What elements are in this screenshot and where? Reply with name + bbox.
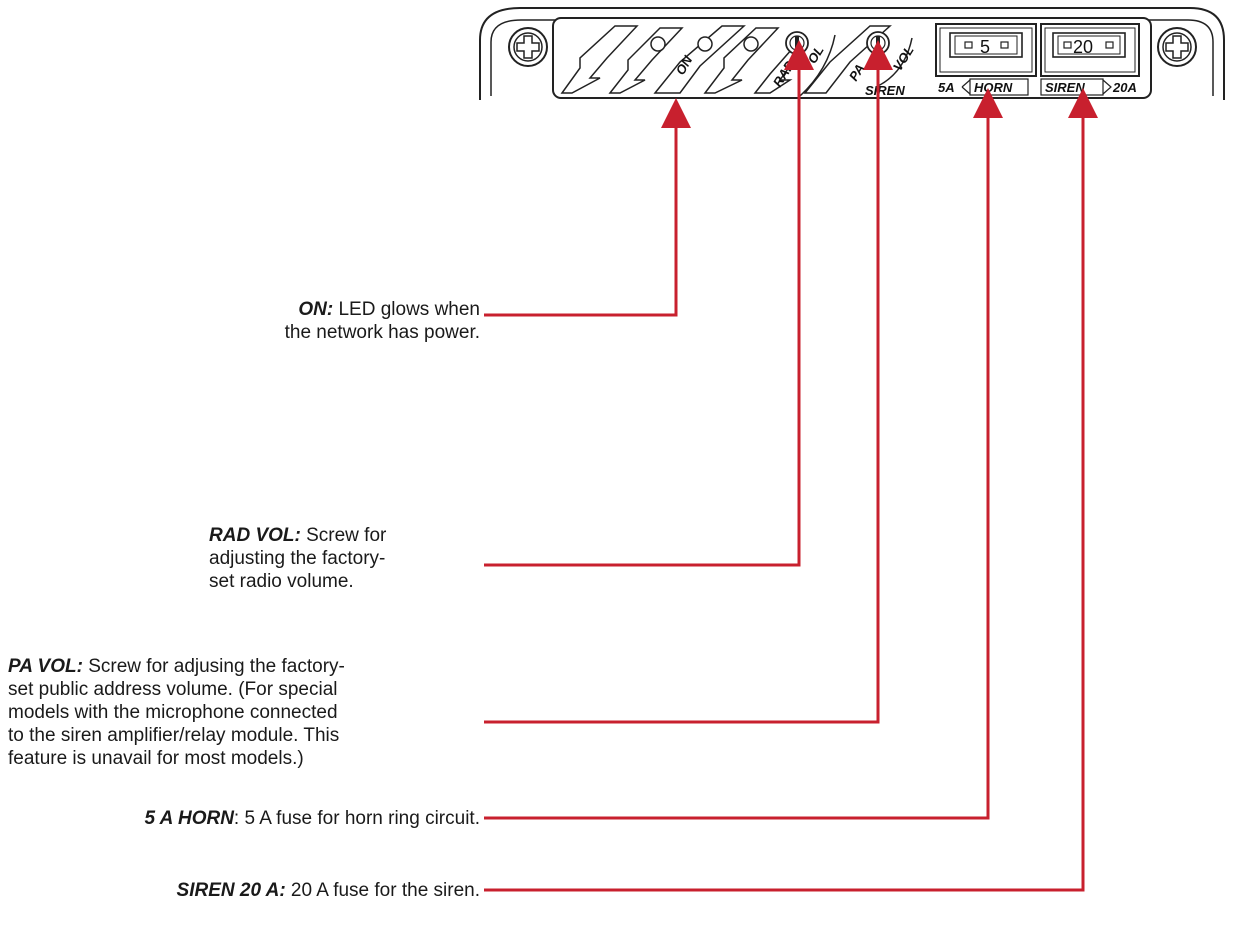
leader-line-pa-vol	[484, 40, 893, 724]
fuse-label-horn: HORN	[974, 80, 1013, 95]
siren-fuse-value: 20	[1073, 37, 1093, 57]
fuse-label-20a: 20A	[1112, 80, 1137, 95]
callout-siren-rest: 20 A fuse for the siren.	[285, 880, 480, 901]
callout-pa-vol-line1: Screw for adjusing the factory-	[82, 656, 345, 677]
callout-pa-vol-line5: feature is unavail for most models.)	[8, 748, 304, 769]
panel-label-siren: SIREN	[865, 83, 905, 98]
siren-fuse-icon	[1052, 32, 1126, 58]
callout-pa-vol-lead: PA VOL:	[8, 656, 83, 677]
callout-on-line1: LED glows when	[333, 299, 480, 320]
fuse-label-pointer-right	[1102, 79, 1112, 95]
horn-fuse-value: 5	[980, 37, 990, 57]
leader-line-on	[484, 98, 691, 317]
horn-fuse-icon	[949, 32, 1023, 58]
callout-pa-vol-line3: models with the microphone connected	[8, 702, 338, 723]
callout-rad-vol-line3: set radio volume.	[209, 571, 354, 592]
pa-vol-arc	[877, 37, 913, 87]
fuse-label-siren: SIREN	[1045, 80, 1085, 95]
callout-horn-lead: 5 A HORN	[144, 808, 234, 829]
fuse-label-pointer-left	[961, 79, 971, 95]
slanted-slots	[560, 25, 892, 94]
callout-on-lead: ON:	[298, 299, 334, 320]
callout-rad-vol-line2: adjusting the factory-	[209, 548, 386, 569]
callout-on-line2: the network has power.	[284, 322, 480, 343]
left-mounting-screw-icon	[508, 27, 548, 67]
rad-vol-arc	[799, 34, 836, 97]
callout-siren-lead: SIREN 20 A:	[176, 880, 286, 901]
callout-horn-rest: : 5 A fuse for horn ring circuit.	[233, 808, 480, 829]
callout-rad-vol-line1: Screw for	[300, 525, 387, 546]
leader-line-siren	[484, 88, 1098, 892]
callout-on: ON: LED glows when the network has power…	[285, 298, 480, 344]
right-mounting-screw-icon	[1157, 27, 1197, 67]
callout-pa-vol-line2: set public address volume. (For special	[8, 679, 338, 700]
pa-vol-screw-icon	[866, 31, 890, 55]
callout-rad-vol-lead: RAD VOL:	[209, 525, 301, 546]
callout-rad-vol: RAD VOL: Screw for adjusting the factory…	[209, 524, 386, 593]
callout-pa-vol-line4: to the siren amplifier/relay module. Thi…	[8, 725, 340, 746]
callout-siren: SIREN 20 A: 20 A fuse for the siren.	[177, 879, 480, 902]
leader-line-rad-vol	[484, 40, 814, 567]
callout-horn: 5 A HORN: 5 A fuse for horn ring circuit…	[145, 807, 480, 830]
callout-pa-vol: PA VOL: Screw for adjusing the factory- …	[8, 655, 345, 770]
rad-vol-screw-icon	[785, 31, 809, 55]
leader-line-horn	[484, 88, 1003, 820]
fuse-label-5a: 5A	[938, 80, 955, 95]
led-indicators	[650, 36, 759, 52]
panel-housing	[479, 7, 1225, 100]
